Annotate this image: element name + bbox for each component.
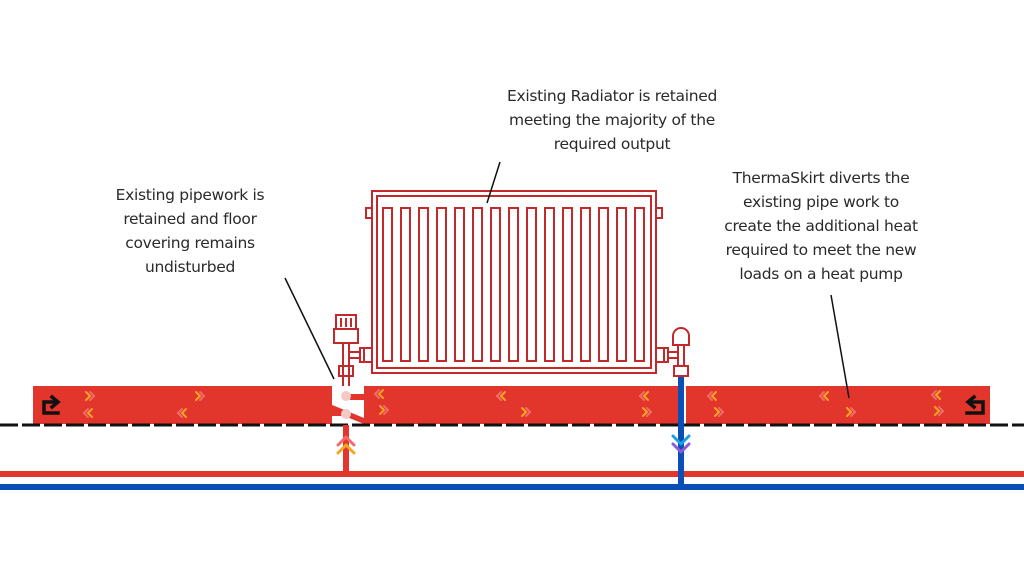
radiator-fin <box>634 207 645 362</box>
radiator-fin <box>436 207 447 362</box>
flow-riser <box>343 425 349 475</box>
chevron-right-icon <box>846 407 857 417</box>
radiator-fin <box>598 207 609 362</box>
skirting-chevrons <box>82 389 945 418</box>
return-riser <box>678 376 684 490</box>
leader-line-thermaskirt <box>830 294 850 399</box>
chevron-right-icon <box>521 407 532 417</box>
diverter-valve <box>315 386 364 424</box>
radiator-fin <box>400 207 411 362</box>
skirting-segment-middle <box>364 386 682 424</box>
annotation-line: create the additional heat <box>724 217 918 235</box>
chevron-left-icon <box>495 391 506 401</box>
radiator-fin <box>562 207 573 362</box>
annotation-line: ThermaSkirt diverts the <box>732 169 910 187</box>
radiator-fin <box>382 207 393 362</box>
chevron-right-icon <box>642 407 653 417</box>
leader-line-pipework <box>284 277 335 380</box>
radiator-fin <box>418 207 429 362</box>
leader-line-radiator <box>486 161 501 204</box>
radiator-fin <box>472 207 483 362</box>
radiator-fin <box>616 207 627 362</box>
return-pipe <box>0 484 1024 490</box>
radiator-fin <box>544 207 555 362</box>
pipework-annotation: Existing pipework is retained and floor … <box>80 183 300 279</box>
radiator-fin <box>526 207 537 362</box>
radiator-annotation: Existing Radiator is retained meeting th… <box>440 84 784 156</box>
return-down-chevrons <box>671 434 691 454</box>
annotation-line: loads on a heat pump <box>739 265 903 283</box>
thermaskirt-annotation: ThermaSkirt diverts the existing pipe wo… <box>690 166 952 286</box>
chevron-left-icon <box>706 391 717 401</box>
flow-pipe <box>0 471 1024 477</box>
chevron-left-icon <box>82 408 93 418</box>
annotation-line: retained and floor <box>123 210 257 228</box>
skirting-segment-right <box>686 386 990 424</box>
annotation-line: existing pipe work to <box>743 193 899 211</box>
flow-up-chevrons <box>336 435 356 455</box>
chevron-left-icon <box>818 391 829 401</box>
annotation-line: meeting the majority of the <box>509 111 715 129</box>
chevron-right-icon <box>714 407 725 417</box>
annotation-line: undisturbed <box>144 258 236 276</box>
return-arrow-left-icon <box>965 394 985 415</box>
annotation-line: required output <box>553 135 671 153</box>
radiator-fin <box>490 207 501 362</box>
chevron-right-icon <box>195 391 206 401</box>
radiator-fin <box>508 207 519 362</box>
chevron-left-icon <box>176 408 187 418</box>
chevron-right-icon <box>85 391 96 401</box>
skirting-segment-left <box>33 386 315 424</box>
thermostatic-valve-left <box>333 314 360 386</box>
return-arrow-right-icon <box>42 394 61 415</box>
annotation-line: Existing pipework is <box>115 186 265 204</box>
annotation-line: Existing Radiator is retained <box>506 87 717 105</box>
annotation-line: covering remains <box>125 234 255 252</box>
chevron-right-icon <box>379 405 390 415</box>
chevron-left-icon <box>638 391 649 401</box>
annotation-line: required to meet the new <box>725 241 917 259</box>
chevron-left-icon <box>930 390 941 400</box>
lockshield-valve-right <box>668 327 690 377</box>
chevron-right-icon <box>934 406 945 416</box>
radiator-fin <box>454 207 465 362</box>
chevron-left-icon <box>373 389 384 399</box>
radiator-fin <box>580 207 591 362</box>
radiator <box>359 190 669 374</box>
